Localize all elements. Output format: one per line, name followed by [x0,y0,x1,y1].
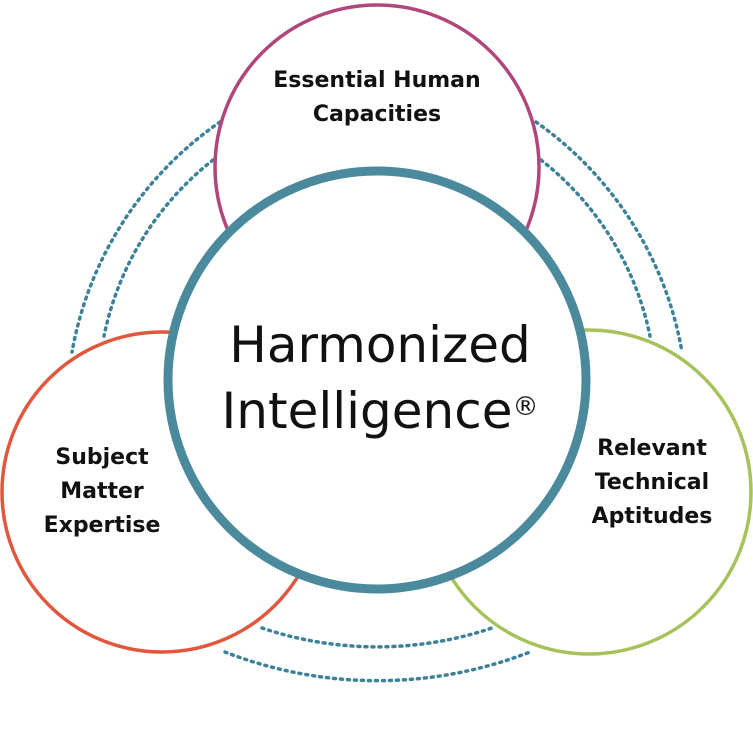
center-title-line-1: Harmonized [229,316,531,374]
center-circle [163,166,591,594]
dotted-arc-inner-right [539,158,652,338]
center-title-line-2-text: Intelligence [221,382,513,440]
right-label-line-2: Technical [594,470,710,495]
dotted-arc-outer-left [70,120,222,354]
left-label-line-1: Subject [55,445,149,470]
dotted-arc-outer-bottom [223,650,532,683]
dotted-arc-inner-bottom [260,626,494,649]
center-title: Harmonized Intelligence® [170,312,590,444]
right-label-line-1: Relevant [597,436,707,461]
dotted-connector-arcs [70,120,684,683]
top-circle-label: Essential Human Capacities [227,64,527,132]
center-title-line-2: Intelligence® [170,378,590,444]
left-label-line-3: Expertise [43,513,161,538]
dotted-arc-inner-left [102,158,215,338]
dotted-arc-outer-right [534,120,684,354]
left-circle-label: Subject Matter Expertise [22,441,182,543]
top-label-line-2: Capacities [312,102,442,127]
right-circle-label: Relevant Technical Aptitudes [572,432,732,534]
registered-mark: ® [512,392,539,422]
right-label-line-3: Aptitudes [591,504,713,529]
left-label-line-2: Matter [60,479,144,504]
top-label-line-1: Essential Human [273,68,481,93]
